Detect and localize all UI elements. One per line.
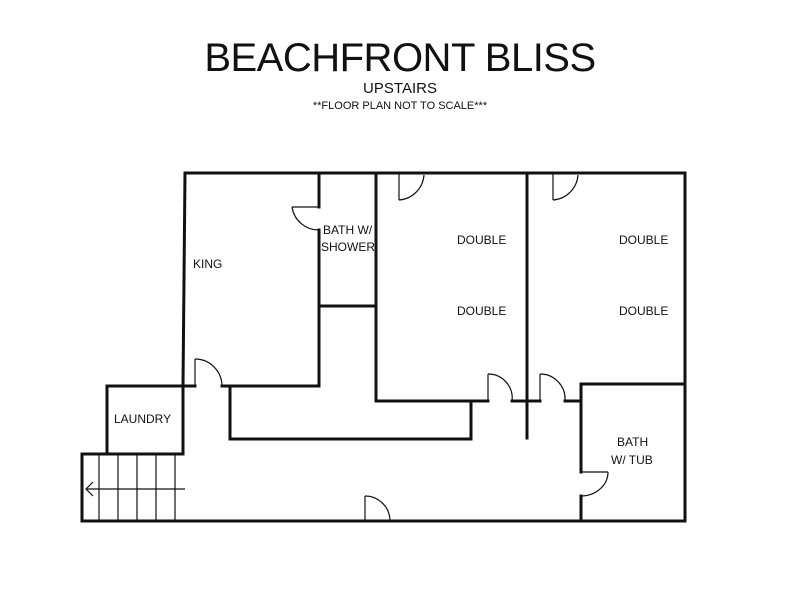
- floor-label: UPSTAIRS: [363, 80, 437, 97]
- room-label-bed2-top: DOUBLE: [619, 233, 668, 247]
- door-bed2: [552, 173, 579, 201]
- room-labels: KING BATH W/ SHOWER DOUBLE DOUBLE DOUBLE…: [114, 223, 668, 467]
- stairs: [85, 454, 185, 521]
- door-king-bath: [291, 206, 320, 231]
- door-king-hall: [194, 358, 223, 387]
- door-bath-tub: [580, 471, 609, 497]
- scale-note: **FLOOR PLAN NOT TO SCALE***: [312, 100, 488, 112]
- room-label-bed2-bottom: DOUBLE: [619, 304, 668, 318]
- outer-wall: [80, 171, 687, 523]
- outer-walls: [80, 171, 687, 523]
- door-bed1: [398, 173, 425, 201]
- stairs-arrow-icon: [85, 481, 94, 497]
- room-label-bath-tub-1: BATH: [617, 435, 648, 449]
- room-label-bed1-bottom: DOUBLE: [457, 304, 506, 318]
- room-label-bath-shower-1: BATH W/: [323, 223, 373, 237]
- door-bed2-hall: [539, 373, 566, 402]
- room-label-king: KING: [193, 257, 222, 271]
- page-title: BEACHFRONT BLISS: [204, 36, 596, 80]
- room-label-bath-shower-2: SHOWER: [321, 240, 375, 254]
- door-bed1-hall: [487, 373, 513, 402]
- doors: [194, 173, 609, 522]
- interior-walls: [105, 171, 687, 523]
- room-label-bed1-top: DOUBLE: [457, 233, 506, 247]
- room-label-bath-tub-2: W/ TUB: [611, 453, 653, 467]
- door-hall-bottom: [364, 495, 391, 522]
- room-label-laundry: LAUNDRY: [114, 412, 171, 426]
